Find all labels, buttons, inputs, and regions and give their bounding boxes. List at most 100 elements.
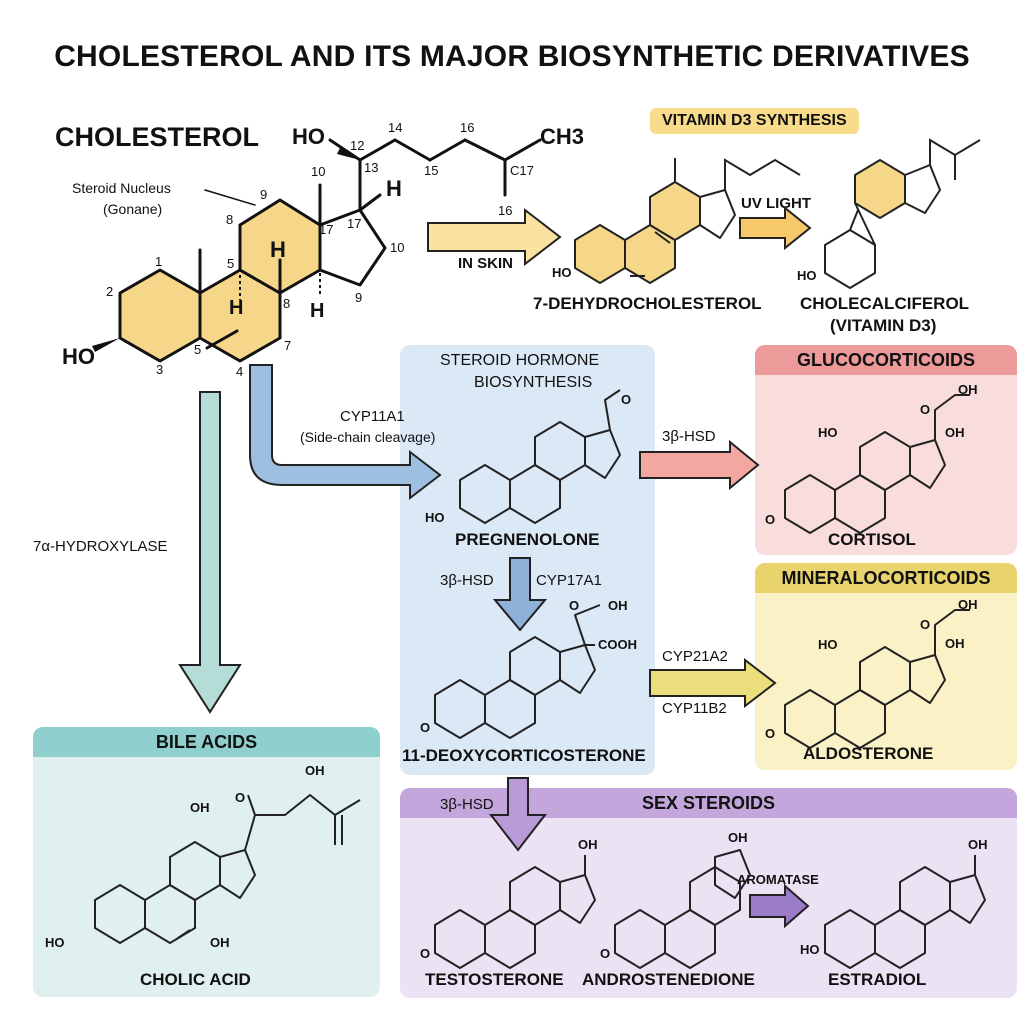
num-16a: 16 bbox=[460, 120, 475, 135]
h-bond-17 bbox=[358, 193, 382, 212]
num-9a: 9 bbox=[260, 187, 268, 202]
num-17b: 17 bbox=[347, 216, 362, 231]
h-label-9: H bbox=[229, 297, 244, 319]
testosterone-name: TESTOSTERONE bbox=[425, 970, 564, 989]
cholic-oh-12: OH bbox=[190, 800, 210, 815]
glucocorticoids-header: GLUCOCORTICOIDS bbox=[755, 345, 1017, 375]
num-3: 3 bbox=[156, 362, 164, 377]
num-2: 2 bbox=[106, 284, 114, 299]
mineralo-enzyme-2: CYP11B2 bbox=[662, 700, 727, 717]
ring-d bbox=[318, 208, 387, 287]
num-7: 7 bbox=[284, 338, 292, 353]
num-10b: 10 bbox=[390, 240, 405, 255]
num-5a: 5 bbox=[194, 342, 202, 357]
aldosterone-name: ALDOSTERONE bbox=[803, 744, 934, 763]
cyp11a1-arrow bbox=[249, 364, 442, 501]
in-skin-label: IN SKIN bbox=[458, 255, 514, 272]
cholecalciferol-name: CHOLECALCIFEROL bbox=[800, 294, 970, 313]
sex-hsd-label: 3β-HSD bbox=[440, 796, 494, 813]
androstenedione-oh: OH bbox=[728, 830, 748, 845]
h-label-14: H bbox=[310, 300, 325, 322]
aromatase-arrow bbox=[749, 883, 810, 929]
side-chain-cleavage-label: (Side-chain cleavage) bbox=[300, 429, 436, 445]
num-14: 14 bbox=[388, 120, 403, 135]
pregnenolone-o: O bbox=[621, 392, 632, 407]
aromatase-label: AROMATASE bbox=[737, 872, 819, 887]
line-nucleus-pointer bbox=[204, 189, 256, 206]
cholesterol-ho: HO bbox=[62, 344, 95, 369]
dehydrocholesterol-name: 7-DEHYDROCHOLESTEROL bbox=[533, 294, 762, 313]
h-label-8: H bbox=[270, 237, 286, 262]
steroid-hormone-title-2: BIOSYNTHESIS bbox=[474, 374, 593, 391]
pregnenolone-down-arrow bbox=[492, 557, 548, 632]
mineralocorticoids-header: MINERALOCORTICOIDS bbox=[755, 563, 1017, 593]
aldosterone-o-side: O bbox=[920, 617, 931, 632]
aldosterone-ho: HO bbox=[818, 637, 838, 652]
side-chain-7 bbox=[503, 138, 542, 162]
cholic-oh-top: OH bbox=[305, 763, 325, 778]
num-9b: 9 bbox=[355, 290, 363, 305]
testosterone-o: O bbox=[420, 946, 431, 961]
mineralo-enzyme-1: CYP21A2 bbox=[662, 648, 728, 665]
num-c17: C17 bbox=[510, 163, 534, 178]
hydroxylase-label: 7α-HYDROXYLASE bbox=[33, 538, 168, 555]
side-chain-2 bbox=[328, 138, 362, 162]
cortisol-oh-top: OH bbox=[958, 382, 978, 397]
vitamin-d3-tag: VITAMIN D3 SYNTHESIS bbox=[650, 108, 859, 134]
cortisol-oh: OH bbox=[945, 425, 965, 440]
bile-acids-header: BILE ACIDS bbox=[33, 727, 380, 757]
mineralo-arrow bbox=[649, 657, 777, 709]
glucocorticoids-panel: GLUCOCORTICOIDS bbox=[755, 345, 1017, 555]
pregnenolone-name: PREGNENOLONE bbox=[455, 530, 600, 549]
wedge-ho-3 bbox=[92, 338, 120, 352]
h-label-17: H bbox=[386, 176, 402, 201]
num-16b: 16 bbox=[498, 203, 513, 218]
estradiol-oh: OH bbox=[968, 837, 988, 852]
mineralocorticoids-panel: MINERALOCORTICOIDS bbox=[755, 563, 1017, 770]
cholic-acid-name: CHOLIC ACID bbox=[140, 970, 251, 989]
aldosterone-oh: OH bbox=[945, 636, 965, 651]
aldosterone-o: O bbox=[765, 726, 776, 741]
cortisol-o: O bbox=[765, 512, 776, 527]
cholesterol-ch3: CH3 bbox=[540, 124, 585, 149]
deoxy-cooh: COOH bbox=[598, 637, 637, 652]
num-1: 1 bbox=[155, 254, 163, 269]
cholesterol-ho12: HO bbox=[292, 124, 325, 149]
side-chain-5 bbox=[428, 138, 467, 162]
side-chain-6 bbox=[463, 138, 507, 162]
estradiol-name: ESTRADIOL bbox=[828, 970, 927, 989]
cyp11a1-label: CYP11A1 bbox=[340, 408, 405, 425]
sex-steroids-header: SEX STEROIDS bbox=[400, 788, 1017, 818]
dhc-ho: HO bbox=[552, 265, 572, 280]
side-chain-3 bbox=[358, 138, 397, 162]
uv-light-label: UV LIGHT bbox=[741, 195, 811, 212]
page-title: CHOLESTEROL AND ITS MAJOR BIOSYNTHETIC D… bbox=[54, 40, 970, 73]
gluco-enzyme-label: 3β-HSD bbox=[662, 428, 716, 445]
num-4: 4 bbox=[236, 364, 244, 379]
cortisol-name: CORTISOL bbox=[828, 530, 916, 549]
nucleus-label: Steroid Nucleus bbox=[72, 180, 171, 196]
num-15: 15 bbox=[424, 163, 439, 178]
num-10a: 10 bbox=[311, 164, 326, 179]
pregnenolone-ho: HO bbox=[425, 510, 445, 525]
num-12: 12 bbox=[350, 138, 365, 153]
cyp17a1-label: CYP17A1 bbox=[536, 572, 602, 589]
deoxycorticosterone-name: 11-DEOXYCORTICOSTERONE bbox=[402, 746, 646, 765]
gluco-arrow bbox=[639, 439, 760, 491]
bile-acids-panel: BILE ACIDS bbox=[33, 727, 380, 997]
side-chain-4 bbox=[393, 138, 432, 162]
androstenedione-o: O bbox=[600, 946, 611, 961]
cortisol-ho: HO bbox=[818, 425, 838, 440]
hsd-left-label: 3β-HSD bbox=[440, 572, 494, 589]
cortisol-o-side: O bbox=[920, 402, 931, 417]
steroid-hormone-title-1: STEROID HORMONE bbox=[440, 352, 600, 369]
deoxy-o-ring: O bbox=[420, 720, 431, 735]
aldosterone-oh-top: OH bbox=[958, 597, 978, 612]
